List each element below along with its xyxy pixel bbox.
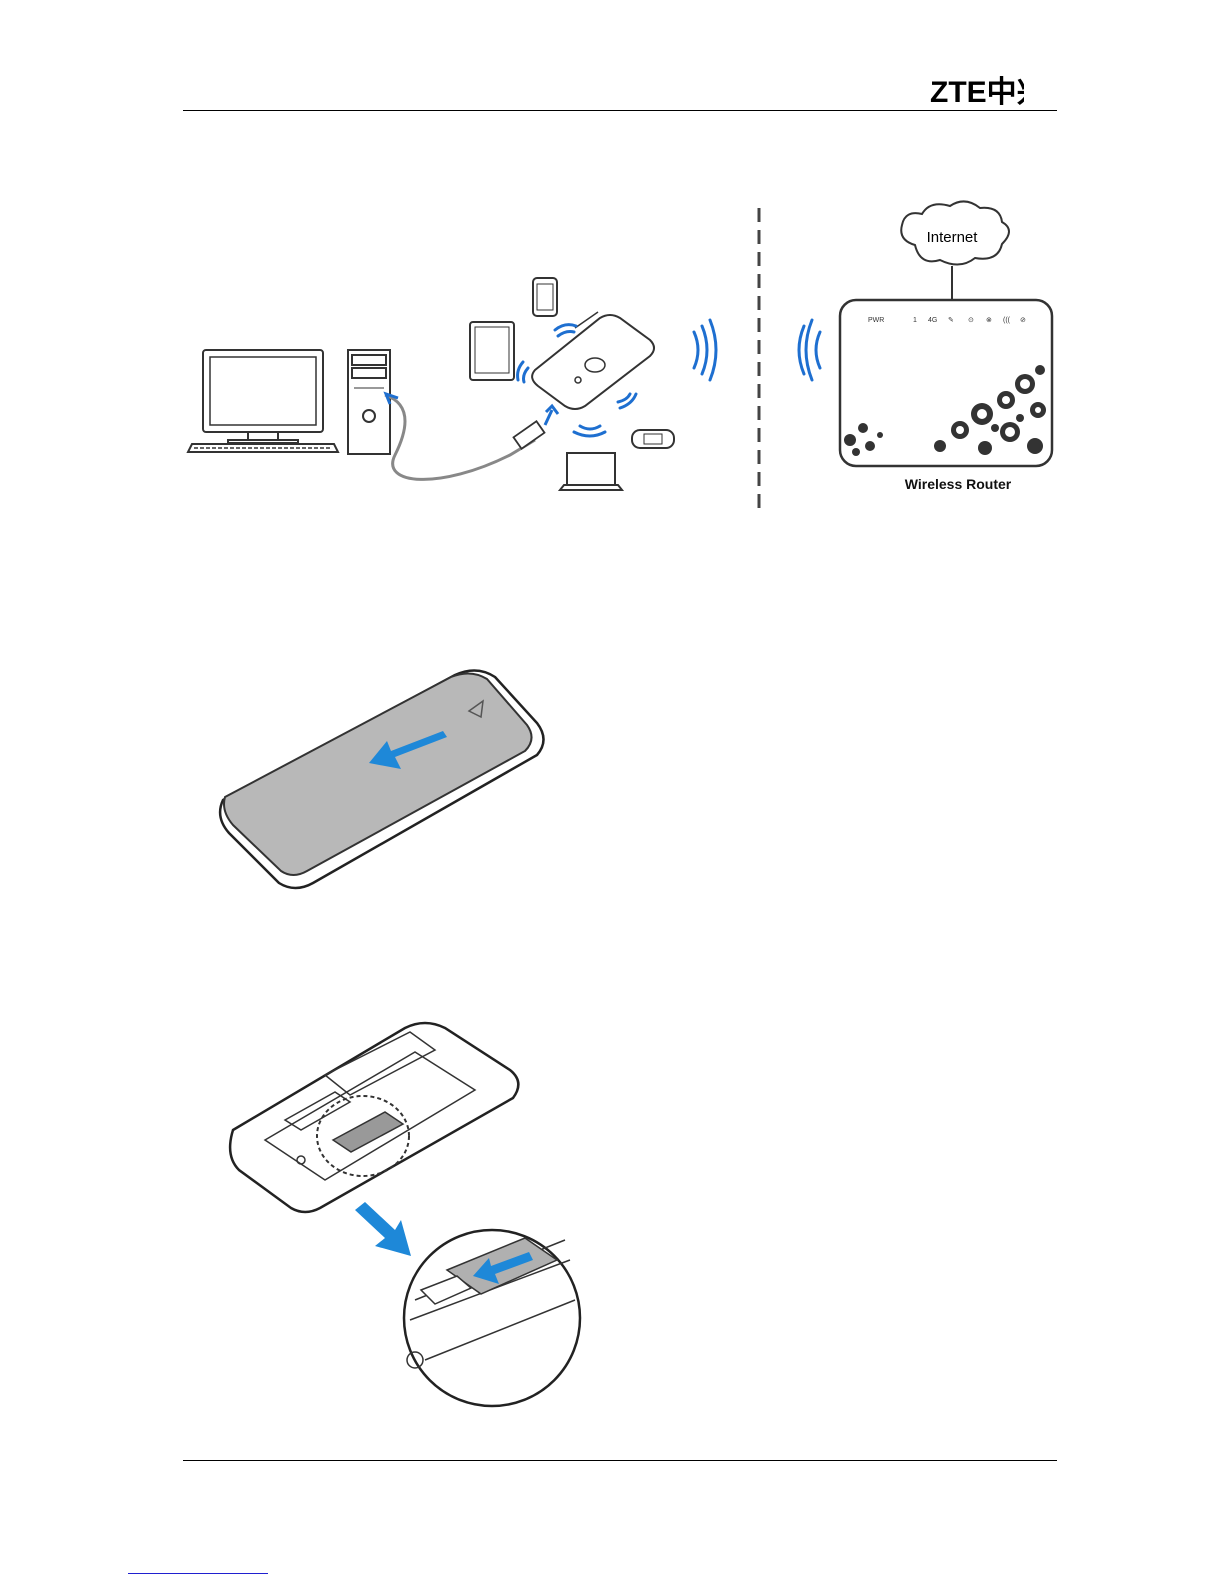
insert-sim-illustration	[225, 1020, 585, 1410]
logo-text: ZTE中兴	[930, 76, 1024, 108]
router-led-5: ⊗	[986, 317, 992, 324]
router-led-4g: 4G	[928, 317, 937, 324]
smartphone-icon	[533, 278, 557, 316]
router-label: Wireless Router	[905, 476, 1012, 492]
router-led-6: (((	[1003, 317, 1011, 324]
router-led-4: ⊙	[968, 317, 974, 324]
cloud-label: Internet	[927, 229, 979, 246]
zoom-arrow-icon	[355, 1202, 411, 1256]
game-console-icon	[632, 430, 674, 448]
tablet-icon	[470, 322, 514, 380]
router-led-pwr: PWR	[868, 317, 884, 324]
footer-rule	[183, 1460, 1057, 1461]
wireless-router-icon: PWR 1 4G ✎ ⊙ ⊗ ((( ⊘	[840, 300, 1052, 466]
zoom-detail	[404, 1230, 580, 1406]
pc-tower-icon	[348, 350, 390, 454]
remove-cover-illustration	[215, 665, 555, 895]
desktop-monitor-icon	[203, 350, 323, 443]
laptop-icon	[560, 453, 622, 490]
header-rule	[183, 110, 1057, 111]
connection-diagram: Internet PWR 1 4G ✎ ⊙ ⊗ ((( ⊘ Wireless R…	[180, 200, 1060, 520]
zte-logo: ZTE中兴	[930, 74, 1024, 108]
footer-link-underline[interactable]	[128, 1573, 268, 1574]
usb-plug-icon	[514, 421, 545, 449]
plug-arrow-icon	[545, 406, 558, 425]
router-led-7: ⊘	[1020, 317, 1026, 324]
router-led-3: ✎	[948, 317, 954, 324]
internet-cloud-icon: Internet	[901, 201, 1009, 264]
keyboard-icon	[188, 444, 338, 452]
router-led-1: 1	[913, 317, 917, 324]
